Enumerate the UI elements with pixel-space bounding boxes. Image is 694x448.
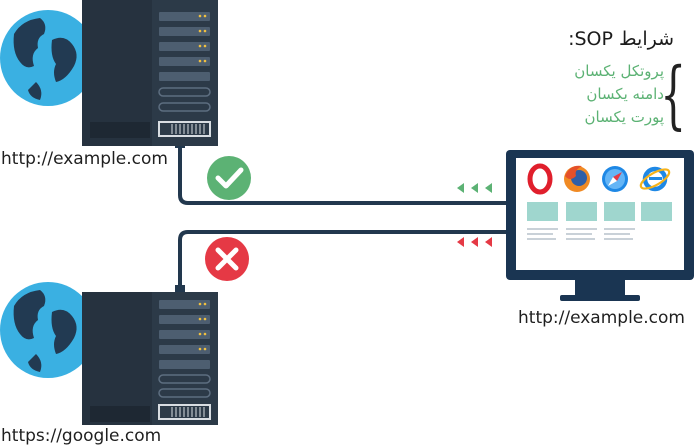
opera-icon <box>527 163 553 195</box>
allowed-check-icon <box>207 156 251 200</box>
safari-icon <box>602 166 628 192</box>
allowed-connection-cable <box>178 146 512 205</box>
bottom-globe-icon <box>0 282 96 378</box>
sop-item-port: پورت یکسان <box>584 108 664 126</box>
blocked-x-icon <box>205 237 249 281</box>
sop-item-domain: دامنه یکسان <box>586 85 664 103</box>
bottom-server-icon <box>82 292 218 425</box>
screen-content-block <box>604 202 635 221</box>
screen-text-lines <box>527 228 635 240</box>
screen-content-block <box>527 202 558 221</box>
sop-items-list: پروتکل یکسان دامنه یکسان پورت یکسان <box>574 60 664 129</box>
top-server-url: http://example.com <box>1 149 168 169</box>
browser-monitor-icon <box>506 150 694 301</box>
bottom-cable-connector <box>175 285 185 293</box>
brace-icon: } <box>660 52 686 138</box>
top-server-icon <box>82 0 218 146</box>
blocked-request-arrows <box>457 237 492 247</box>
browser-url: http://example.com <box>518 308 685 328</box>
allowed-request-arrows <box>457 183 492 193</box>
blocked-connection-cable <box>178 230 512 289</box>
bottom-server-url: https://google.com <box>1 426 162 446</box>
screen-content-block <box>566 202 597 221</box>
sop-item-protocol: پروتکل یکسان <box>574 62 664 80</box>
sop-title: شرایط SOP: <box>568 28 674 50</box>
top-globe-icon <box>0 10 96 106</box>
screen-content-block <box>641 202 672 221</box>
internet-explorer-icon <box>639 166 671 192</box>
firefox-icon <box>564 165 590 192</box>
